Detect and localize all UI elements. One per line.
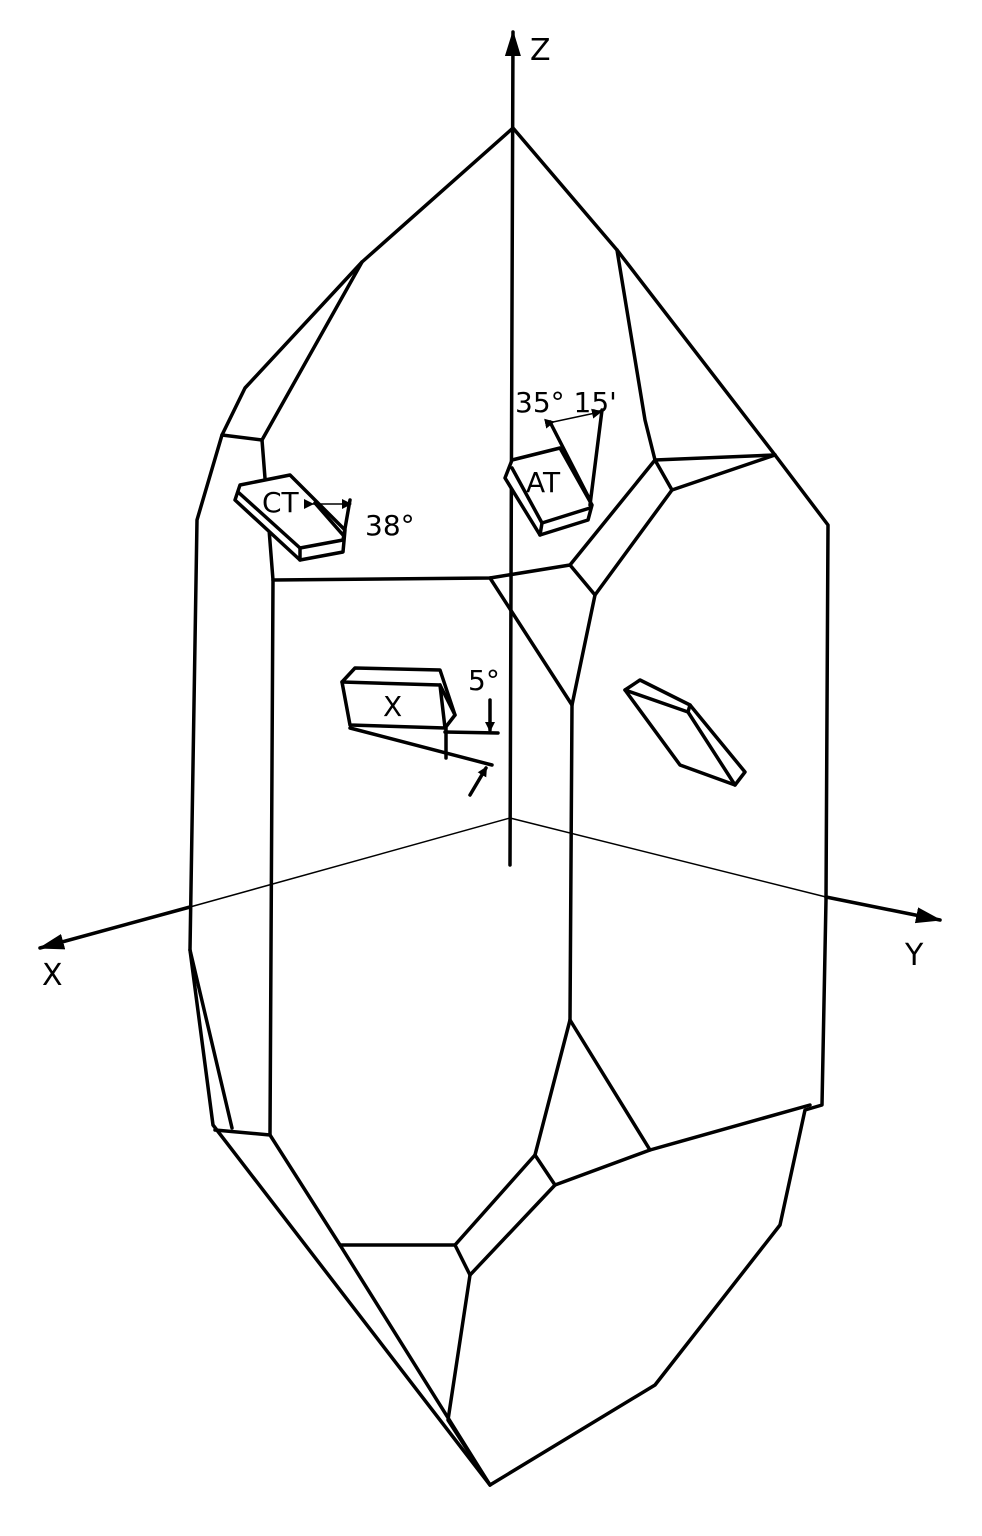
x-cut-label: X: [383, 690, 402, 723]
x-axis-inner: [189, 817, 511, 908]
x-cut-plate: X 5°: [340, 664, 500, 797]
z-axis-label: Z: [530, 33, 551, 68]
x-angle-label: 5°: [468, 664, 500, 697]
y-face-plate: [623, 678, 747, 787]
at-cut-plate: AT 35° 15': [503, 386, 617, 537]
x-angle-arrow-bottom: [468, 766, 488, 797]
y-axis-label: Y: [904, 938, 924, 973]
ct-angle-label: 38°: [365, 509, 415, 542]
x-axis: [38, 905, 192, 950]
ct-cut-plate: CT 38°: [233, 473, 415, 562]
at-cut-label: AT: [526, 466, 561, 499]
y-axis: [824, 895, 942, 924]
z-axis: [504, 30, 521, 867]
at-angle-label: 35° 15': [515, 386, 617, 419]
ct-cut-label: CT: [262, 486, 300, 519]
at-angle-arrow: [544, 408, 602, 429]
y-axis-inner: [509, 817, 827, 898]
axes: Z X Y: [38, 30, 942, 993]
x-axis-label: X: [42, 958, 63, 993]
